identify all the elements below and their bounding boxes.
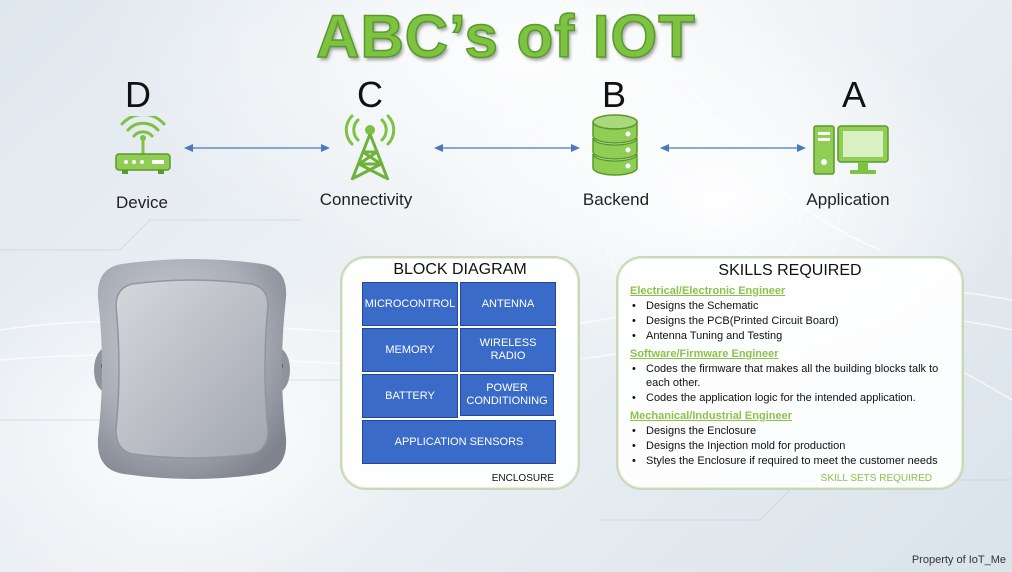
role-electrical-engineer: Electrical/Electronic Engineer — [630, 285, 786, 297]
block-diagram-panel: BLOCK DIAGRAM MICROCONTROL ANTENNA MEMOR… — [340, 256, 580, 490]
list-item: Designs the Injection mold for productio… — [630, 439, 960, 453]
list-item: Antenna Tuning and Testing — [630, 329, 960, 343]
stage-label-device: Device — [116, 193, 168, 212]
stage-label-connectivity: Connectivity — [319, 190, 413, 209]
stage-letter-backend: B — [601, 74, 626, 115]
enclosure-label: ENCLOSURE — [491, 473, 554, 484]
cell-tower-icon — [344, 114, 396, 181]
arrow-backend-application — [660, 144, 806, 152]
block-memory: MEMORY — [362, 328, 458, 372]
block-antenna: ANTENNA — [460, 282, 556, 326]
stage-letter-connectivity: C — [357, 74, 383, 115]
mechanical-skills: Designs the Enclosure Designs the Inject… — [630, 424, 960, 468]
database-icon — [592, 114, 638, 176]
list-item: Designs the PCB(Printed Circuit Board) — [630, 314, 960, 328]
block-battery: BATTERY — [362, 374, 458, 418]
list-item: Styles the Enclosure if required to meet… — [630, 454, 960, 468]
stage-label-application: Application — [806, 190, 890, 209]
list-item: Codes the application logic for the inte… — [630, 391, 960, 405]
stage-letter-application: A — [841, 74, 866, 115]
page-title: ABC’s of IOT — [315, 2, 696, 71]
skills-title: SKILLS REQUIRED — [718, 262, 862, 279]
desktop-computer-icon — [813, 125, 889, 175]
block-microcontrol: MICROCONTROL — [362, 282, 458, 326]
arrow-connectivity-backend — [434, 144, 580, 152]
router-icon — [115, 116, 171, 174]
stage-letter-device: D — [125, 74, 151, 115]
skills-list: Electrical/Electronic Engineer Designs t… — [630, 282, 960, 469]
skill-sets-footer: SKILL SETS REQUIRED — [820, 473, 932, 484]
arrow-device-connectivity — [184, 144, 330, 152]
list-item: Codes the firmware that makes all the bu… — [630, 362, 960, 390]
block-diagram-title: BLOCK DIAGRAM — [393, 261, 527, 278]
role-software-engineer: Software/Firmware Engineer — [630, 348, 779, 360]
list-item: Designs the Schematic — [630, 299, 960, 313]
stage-label-backend: Backend — [582, 190, 650, 209]
block-wireless-radio: WIRELESS RADIO — [460, 328, 556, 372]
block-application-sensors: APPLICATION SENSORS — [362, 420, 556, 464]
electrical-skills: Designs the Schematic Designs the PCB(Pr… — [630, 299, 960, 343]
device-enclosure-image — [94, 259, 290, 479]
software-skills: Codes the firmware that makes all the bu… — [630, 362, 960, 405]
property-credit: Property of IoT_Me — [911, 554, 1006, 566]
list-item: Designs the Enclosure — [630, 424, 960, 438]
block-power-conditioning: POWER CONDITIONING — [460, 374, 554, 416]
role-mechanical-engineer: Mechanical/Industrial Engineer — [630, 410, 792, 422]
skills-panel: SKILLS REQUIRED Electrical/Electronic En… — [616, 256, 964, 490]
